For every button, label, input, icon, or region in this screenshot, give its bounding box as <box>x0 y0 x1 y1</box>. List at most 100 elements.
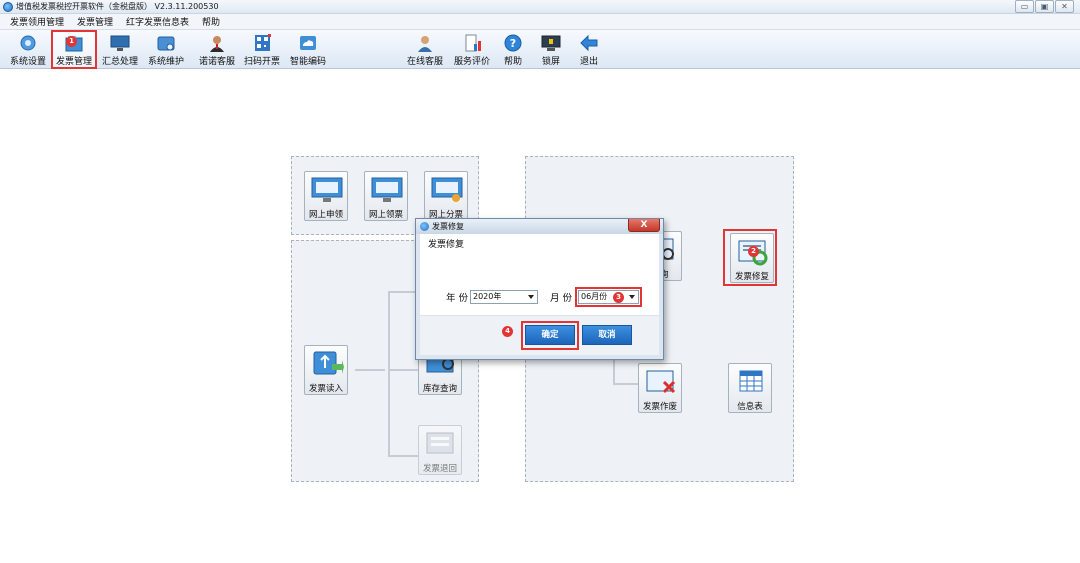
month-select[interactable]: 06月份 <box>578 290 639 304</box>
svg-text:?: ? <box>510 37 516 50</box>
qr-code-icon <box>255 34 271 51</box>
online-distribute-button[interactable]: 网上分票 <box>424 171 468 221</box>
button-label: 信息表 <box>737 402 763 412</box>
invoice-repair-dialog: 发票修复 X 发票修复 年 份 2020年 月 份 06月份 3 4 确定 取消 <box>415 218 664 360</box>
menu-red-invoice-info[interactable]: 红字发票信息表 <box>126 18 190 28</box>
gear-icon <box>20 35 36 51</box>
button-label: 发票退回 <box>422 464 457 474</box>
toolbar-label: 帮助 <box>503 57 522 67</box>
button-label: 发票修复 <box>734 272 769 282</box>
usb-read-icon <box>313 351 344 375</box>
lock-screen-icon <box>541 35 561 51</box>
info-table-button[interactable]: 信息表 <box>728 363 772 413</box>
dialog-close-button[interactable]: X <box>628 219 660 232</box>
cloud-icon <box>300 36 316 50</box>
info-table-icon <box>739 370 763 392</box>
toolbar-label: 系统设置 <box>9 57 46 67</box>
repair-highlight <box>723 229 777 286</box>
flow-connector <box>388 369 418 371</box>
online-receive-icon <box>371 177 403 202</box>
toolbar-summary[interactable]: 汇总处理 <box>100 31 140 68</box>
toolbar-exit[interactable]: 退出 <box>573 31 605 68</box>
toolbar-label: 智能编码 <box>289 57 326 67</box>
toolbar-invoice-management[interactable]: 1 发票管理 <box>51 30 97 69</box>
help-icon: ? <box>504 34 522 52</box>
dropdown-arrow-icon <box>528 295 534 299</box>
toolbar-system-maintenance[interactable]: 系统维护 <box>146 31 186 68</box>
toolbar-system-settings[interactable]: 系统设置 <box>7 31 49 68</box>
dropdown-arrow-icon <box>629 295 635 299</box>
step-badge-4: 4 <box>502 326 513 337</box>
service-agent-icon <box>210 36 224 52</box>
cancel-button[interactable]: 取消 <box>582 325 632 345</box>
invoice-void-button[interactable]: 发票作废 <box>638 363 682 413</box>
toolbar-smart-coding[interactable]: 智能编码 <box>288 31 328 68</box>
toolbar-nuonuo-service[interactable]: 诺诺客服 <box>197 31 237 68</box>
year-select[interactable]: 2020年 <box>470 290 538 304</box>
online-agent-icon <box>418 36 432 52</box>
online-apply-button[interactable]: 网上申领 <box>304 171 348 221</box>
menu-invoice-management[interactable]: 发票管理 <box>77 18 114 28</box>
button-label: 发票读入 <box>308 384 343 394</box>
minimize-button[interactable]: ▭ <box>1015 0 1034 13</box>
maintenance-folder-icon <box>157 36 175 51</box>
window-title: 增值税发票税控开票软件（金税盘版） V2.3.11.200530 <box>16 2 219 11</box>
window-controls: ▭ ▣ ✕ <box>1014 0 1074 13</box>
toolbar-label: 服务评价 <box>453 57 490 67</box>
year-label: 年 份 <box>446 293 469 304</box>
toolbar-help[interactable]: ? 帮助 <box>497 31 529 68</box>
toolbar-lock-screen[interactable]: 锁屏 <box>535 31 567 68</box>
exit-arrow-icon <box>580 34 598 52</box>
dialog-section-label: 发票修复 <box>428 240 465 250</box>
toolbar-online-service[interactable]: 在线客服 <box>405 31 445 68</box>
close-window-button[interactable]: ✕ <box>1055 0 1074 13</box>
toolbar-label: 发票管理 <box>55 57 92 67</box>
app-icon <box>3 2 13 12</box>
button-label: 网上分票 <box>428 210 463 220</box>
flow-connector <box>613 383 638 385</box>
dialog-body: 发票修复 年 份 2020年 月 份 06月份 3 4 确定 取消 <box>420 234 659 355</box>
dialog-title-bar: 发票修复 X <box>416 219 663 234</box>
online-apply-icon <box>311 177 343 202</box>
rating-chart-icon <box>465 34 481 52</box>
invoice-void-icon <box>646 370 676 394</box>
button-label: 网上申领 <box>308 210 343 220</box>
online-distribute-icon <box>431 177 463 202</box>
toolbar-scan-invoice[interactable]: 扫码开票 <box>242 31 282 68</box>
menu-help[interactable]: 帮助 <box>202 18 221 28</box>
title-bar: 增值税发票税控开票软件（金税盘版） V2.3.11.200530 ▭ ▣ ✕ <box>0 0 1080 14</box>
invoice-read-button[interactable]: 发票读入 <box>304 345 348 395</box>
step-badge-2: 2 <box>748 246 759 257</box>
toolbar-label: 锁屏 <box>541 57 560 67</box>
button-label: 网上领票 <box>368 210 403 220</box>
invoice-repair-button[interactable]: 2 发票修复 <box>730 233 774 283</box>
step-badge-1: 1 <box>66 36 77 47</box>
toolbar-label: 汇总处理 <box>101 57 138 67</box>
month-value: 06月份 <box>581 292 608 301</box>
flow-connector <box>388 291 418 293</box>
toolbar: 系统设置 1 发票管理 汇总处理 系统维护 诺诺客服 <box>0 30 1080 69</box>
month-label: 月 份 <box>550 293 573 304</box>
button-label: 库存查询 <box>422 384 457 394</box>
toolbar-label: 扫码开票 <box>243 57 280 67</box>
monitor-icon <box>110 35 130 51</box>
toolbar-label: 在线客服 <box>406 57 443 67</box>
toolbar-label: 系统维护 <box>147 57 184 67</box>
dialog-app-icon <box>420 222 429 231</box>
toolbar-label: 退出 <box>579 57 598 67</box>
month-highlight <box>575 287 642 307</box>
dialog-footer: 4 确定 取消 <box>420 315 659 355</box>
ok-highlight <box>521 321 579 350</box>
ok-button[interactable]: 确定 <box>525 325 575 345</box>
maximize-button[interactable]: ▣ <box>1035 0 1054 13</box>
online-receive-button[interactable]: 网上领票 <box>364 171 408 221</box>
flow-arrow <box>355 369 385 371</box>
invoice-return-icon <box>426 432 454 454</box>
invoice-return-button[interactable]: 发票退回 <box>418 425 462 475</box>
flow-connector <box>388 291 390 457</box>
menu-invoice-requisition[interactable]: 发票领用管理 <box>10 18 65 28</box>
dialog-title: 发票修复 <box>432 222 464 231</box>
step-badge-3: 3 <box>613 292 624 303</box>
year-value: 2020年 <box>473 292 502 301</box>
toolbar-service-rating[interactable]: 服务评价 <box>452 31 492 68</box>
